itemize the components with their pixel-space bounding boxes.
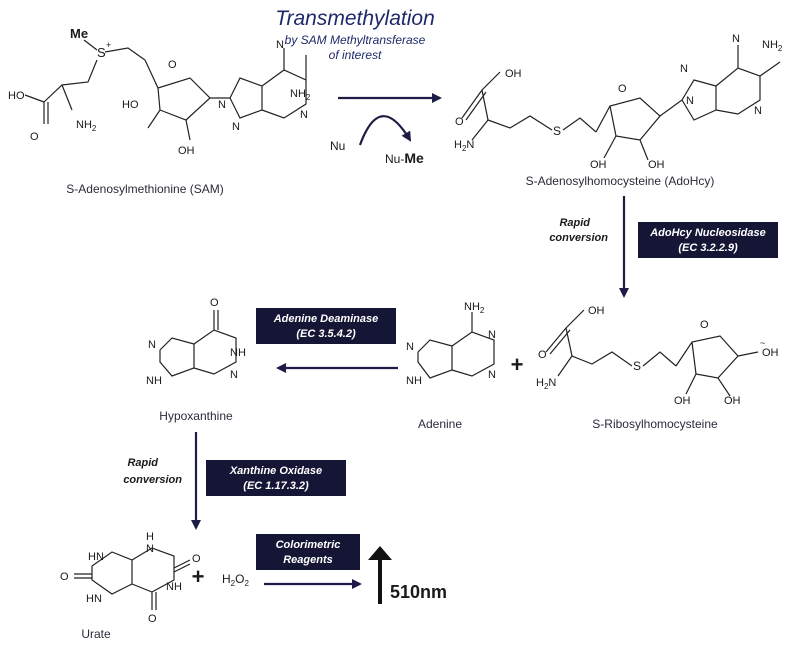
svg-text:NH2: NH2 <box>290 88 311 102</box>
urate-structure: HN HN O H N O NH O <box>60 531 201 625</box>
svg-text:OH: OH <box>724 395 741 407</box>
svg-text:O: O <box>60 571 69 583</box>
colorimetric-line1: Colorimetric <box>276 539 341 551</box>
svg-text:N: N <box>754 105 762 117</box>
svg-text:N: N <box>232 121 240 133</box>
colorimetric-line2: Reagents <box>283 554 333 566</box>
deaminase-name: Adenine Deaminase <box>273 313 379 325</box>
svg-text:NH: NH <box>146 375 162 387</box>
adohcy-structure: OH O H2N S O OH OH N N N N NH2 <box>454 33 783 171</box>
svg-text:OH: OH <box>590 159 607 171</box>
rapid-conversion-2a: Rapid <box>127 457 158 469</box>
svg-text:H2N: H2N <box>536 377 556 391</box>
svg-text:O: O <box>455 116 464 128</box>
h2o2-label: H2O2 <box>222 572 249 588</box>
svg-text:OH: OH <box>762 347 779 359</box>
adohcy-label: S-Adenosylhomocysteine (AdoHcy) <box>526 174 715 188</box>
svg-text:OH: OH <box>588 305 605 317</box>
svg-text:N: N <box>732 33 740 45</box>
svg-text:+: + <box>106 40 111 50</box>
svg-text:N: N <box>276 39 284 51</box>
svg-text:O: O <box>192 553 201 565</box>
svg-text:H2N: H2N <box>454 139 474 153</box>
rapid-conversion-1b: conversion <box>549 232 608 244</box>
adenine-label: Adenine <box>418 417 462 431</box>
svg-text:NH2: NH2 <box>464 301 485 315</box>
sam-structure: Me S + HO O NH2 O HO OH N N N N NH2 <box>8 26 311 157</box>
svg-text:NH: NH <box>166 581 182 593</box>
svg-text:O: O <box>30 131 39 143</box>
svg-text:~: ~ <box>760 338 765 348</box>
increase-arrow-head <box>368 546 392 560</box>
svg-text:N: N <box>148 339 156 351</box>
xanthine-oxidase-box <box>206 460 346 496</box>
svg-text:HN: HN <box>86 593 102 605</box>
xanthine-oxidase-ec: (EC 1.17.3.2) <box>243 480 309 492</box>
diagram-title: Transmethylation <box>275 7 435 30</box>
svg-text:O: O <box>538 349 547 361</box>
svg-text:S: S <box>633 359 641 373</box>
diagram-subtitle-1: by SAM Methyltransferase <box>285 33 426 47</box>
svg-text:N: N <box>686 95 694 107</box>
svg-text:OH: OH <box>674 395 691 407</box>
svg-text:O: O <box>700 319 709 331</box>
nucleosidase-ec: (EC 3.2.2.9) <box>678 242 738 254</box>
svg-text:N: N <box>218 99 226 111</box>
adenine-structure: N NH N N NH2 <box>406 301 496 387</box>
svg-text:N: N <box>230 369 238 381</box>
svg-text:O: O <box>618 83 627 95</box>
sam-me-label: Me <box>70 26 88 41</box>
deaminase-box <box>256 308 396 344</box>
svg-text:HO: HO <box>122 99 139 111</box>
svg-text:OH: OH <box>178 145 195 157</box>
plus-sign-1: + <box>511 352 524 377</box>
svg-text:N: N <box>146 543 154 555</box>
diagram-subtitle-2: of interest <box>329 48 382 62</box>
svg-text:NH2: NH2 <box>762 39 783 53</box>
svg-text:N: N <box>488 369 496 381</box>
svg-text:O: O <box>148 613 157 625</box>
methyl-transfer-arrow <box>358 115 412 146</box>
hypoxanthine-label: Hypoxanthine <box>159 409 233 423</box>
svg-text:H: H <box>146 531 154 543</box>
colorimetric-box <box>256 534 360 570</box>
rapid-conversion-2b: conversion <box>123 474 182 486</box>
nucleosidase-name: AdoHcy Nucleosidase <box>649 227 766 239</box>
sam-s-label: S <box>97 45 106 60</box>
svg-text:N: N <box>406 341 414 353</box>
nu-me-label: Nu-Me <box>385 150 424 166</box>
urate-label: Urate <box>81 627 111 641</box>
svg-text:NH: NH <box>230 347 246 359</box>
readout-label: 510nm <box>390 582 447 602</box>
plus-sign-2: + <box>192 564 205 589</box>
nucleosidase-box <box>638 222 778 258</box>
svg-text:OH: OH <box>648 159 665 171</box>
sam-label: S-Adenosylmethionine (SAM) <box>66 182 223 196</box>
svg-text:OH: OH <box>505 68 522 80</box>
svg-text:HO: HO <box>8 90 25 102</box>
ribosylhomocysteine-label: S-Ribosylhomocysteine <box>592 417 718 431</box>
ribosylhomocysteine-structure: OH O H2N S O ~ OH OH OH <box>536 305 779 407</box>
svg-text:HN: HN <box>88 551 104 563</box>
svg-text:NH: NH <box>406 375 422 387</box>
hypoxanthine-structure: N NH NH N O <box>146 297 246 387</box>
svg-text:S: S <box>553 124 561 138</box>
svg-text:O: O <box>168 59 177 71</box>
nu-label: Nu <box>330 139 345 153</box>
deaminase-ec: (EC 3.5.4.2) <box>296 328 356 340</box>
svg-text:N: N <box>488 329 496 341</box>
svg-text:N: N <box>300 109 308 121</box>
rapid-conversion-1a: Rapid <box>559 217 590 229</box>
svg-text:NH2: NH2 <box>76 119 97 133</box>
svg-text:O: O <box>210 297 219 309</box>
xanthine-oxidase-name: Xanthine Oxidase <box>229 465 322 477</box>
svg-text:N: N <box>680 63 688 75</box>
